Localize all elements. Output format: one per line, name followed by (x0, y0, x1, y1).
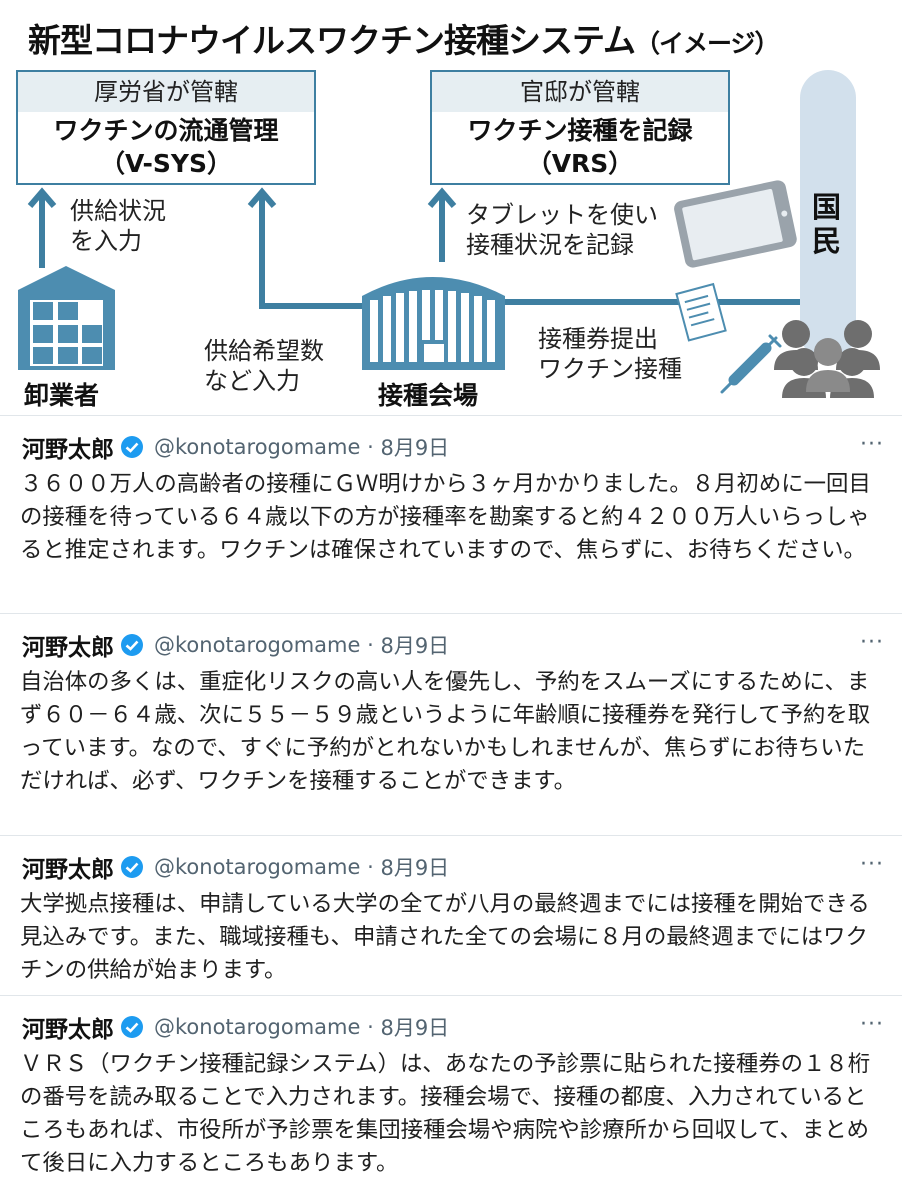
verified-badge-icon (121, 634, 143, 656)
verified-badge-icon (121, 1016, 143, 1038)
tweet-text: 大学拠点接種は、申請している大学の全てが八月の最終週までには接種を開始できる見込… (20, 891, 870, 983)
tweet-card[interactable]: 河野太郎 @konotarogomame · 8月9日 ··· ＶＲＳ（ワクチン… (0, 995, 902, 1187)
vsys-box: 厚労省が管轄 ワクチンの流通管理 （V-SYS） (16, 70, 316, 185)
more-options-icon[interactable]: ··· (860, 432, 884, 457)
separator-dot: · (360, 855, 381, 879)
tweet-card[interactable]: 河野太郎 @konotarogomame · 8月9日 ··· ３６００万人の高… (0, 415, 902, 613)
tweet-date[interactable]: 8月9日 (380, 1016, 450, 1040)
label-ticket: 接種券提出 ワクチン接種 (538, 324, 682, 384)
tweet-header: 河野太郎 @konotarogomame · 8月9日 (22, 852, 450, 883)
arrowhead-venue-vrs (427, 187, 457, 208)
wholesaler-label: 卸業者 (24, 381, 100, 410)
vsys-line2: （V-SYS） (99, 149, 233, 178)
label-ticket-line1: 接種券提出 (538, 325, 658, 353)
vsys-line1: ワクチンの流通管理 (53, 116, 279, 145)
diagram-title-main: 新型コロナウイルスワクチン接種システム (28, 21, 636, 60)
more-options-icon[interactable]: ··· (860, 1012, 884, 1037)
verified-badge-icon (121, 436, 143, 458)
tweet-header: 河野太郎 @konotarogomame · 8月9日 (22, 432, 450, 463)
author-name[interactable]: 河野太郎 (22, 437, 114, 463)
vsys-box-header: 厚労省が管轄 (18, 72, 314, 112)
tweet-header: 河野太郎 @konotarogomame · 8月9日 (22, 630, 450, 661)
label-ticket-line2: ワクチン接種 (538, 355, 682, 383)
more-options-icon[interactable]: ··· (860, 630, 884, 655)
label-supply-status-line1: 供給状況 (70, 197, 166, 225)
tweet-list: 河野太郎 @konotarogomame · 8月9日 ··· ３６００万人の高… (0, 415, 902, 1187)
author-name[interactable]: 河野太郎 (22, 1017, 114, 1043)
syringe-icon (720, 334, 782, 394)
tweet-date[interactable]: 8月9日 (380, 634, 450, 658)
tweet-text: ＶＲＳ（ワクチン接種記録システム）は、あなたの予診票に貼られた接種券の１８桁の番… (20, 1051, 871, 1176)
tablet-icon (674, 180, 797, 268)
label-supply-request-line2: など入力 (204, 367, 300, 395)
arrowhead-wholesaler (27, 187, 57, 208)
label-supply-status-line2: を入力 (70, 227, 142, 255)
author-handle[interactable]: @konotarogomame (154, 855, 361, 879)
warehouse-icon (18, 266, 115, 370)
tweet-text: 自治体の多くは、重症化リスクの高い人を優先し、予約をスムーズにするために、まず６… (20, 669, 871, 794)
author-handle[interactable]: @konotarogomame (154, 1015, 361, 1039)
tweet-card[interactable]: 河野太郎 @konotarogomame · 8月9日 ··· 自治体の多くは、… (0, 613, 902, 835)
author-handle[interactable]: @konotarogomame (154, 633, 361, 657)
label-supply-request: 供給希望数 など入力 (204, 336, 324, 396)
author-name[interactable]: 河野太郎 (22, 857, 114, 883)
citizens-label: 国民 (812, 190, 842, 258)
arrowhead-venue-vsys (247, 187, 277, 208)
label-tablet: タブレットを使い 接種状況を記録 (466, 200, 658, 260)
vrs-box: 官邸が管轄 ワクチン接種を記録 （VRS） (430, 70, 730, 185)
diagram-title-suffix: （イメージ） (635, 29, 780, 58)
tweet-card[interactable]: 河野太郎 @konotarogomame · 8月9日 ··· 大学拠点接種は、… (0, 835, 902, 995)
verified-badge-icon (121, 856, 143, 878)
citizens-pillar (800, 70, 856, 360)
vaccine-system-diagram: 新型コロナウイルスワクチン接種システム（イメージ） (0, 0, 902, 415)
people-icon (774, 320, 880, 398)
vrs-line1: ワクチン接種を記録 (467, 116, 693, 145)
label-supply-request-line1: 供給希望数 (204, 337, 324, 365)
diagram-title: 新型コロナウイルスワクチン接種システム（イメージ） (28, 14, 780, 62)
label-tablet-line2: 接種状況を記録 (466, 231, 634, 259)
tweet-header: 河野太郎 @konotarogomame · 8月9日 (22, 1012, 450, 1043)
vrs-box-header: 官邸が管轄 (432, 72, 728, 112)
diagram-lines (18, 180, 880, 398)
vsys-box-body: ワクチンの流通管理 （V-SYS） (18, 112, 314, 180)
separator-dot: · (360, 633, 381, 657)
vrs-box-body: ワクチン接種を記録 （VRS） (432, 112, 728, 180)
author-handle[interactable]: @konotarogomame (154, 435, 361, 459)
document-icon (675, 282, 727, 342)
label-tablet-line1: タブレットを使い (466, 201, 658, 229)
building-icon (362, 277, 505, 370)
tweet-text: ３６００万人の高齢者の接種にＧＷ明けから３ヶ月かかりました。８月初めに一回目の接… (20, 471, 871, 563)
separator-dot: · (360, 435, 381, 459)
label-supply-status: 供給状況 を入力 (70, 196, 166, 256)
tweet-date[interactable]: 8月9日 (380, 856, 450, 880)
separator-dot: · (360, 1015, 381, 1039)
author-name[interactable]: 河野太郎 (22, 635, 114, 661)
more-options-icon[interactable]: ··· (860, 852, 884, 877)
tweet-date[interactable]: 8月9日 (380, 436, 450, 460)
vrs-line2: （VRS） (526, 149, 634, 178)
venue-label: 接種会場 (378, 381, 479, 410)
